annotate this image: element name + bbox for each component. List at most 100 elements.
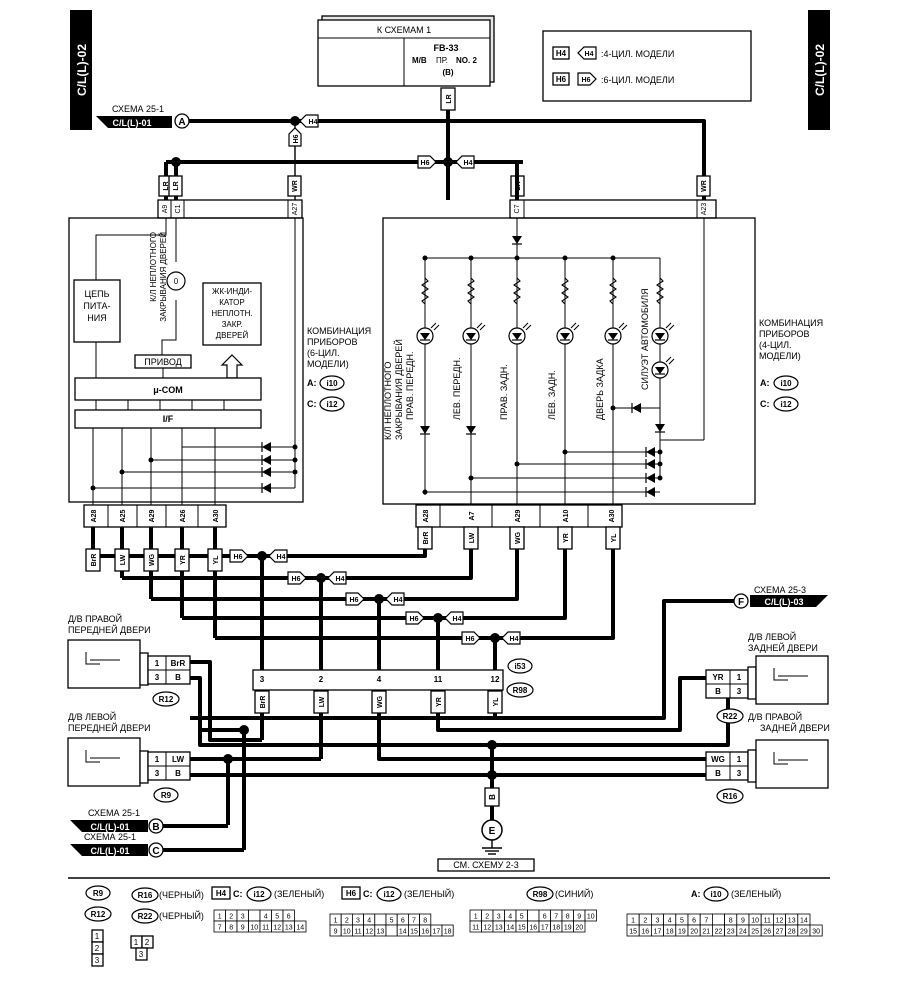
- junction-wire-yr: YR: [436, 697, 443, 707]
- ref-a-code: C/L(L)-01: [113, 118, 152, 128]
- pin-cell: 27: [776, 929, 784, 936]
- door-fr-pin1: 1: [155, 659, 160, 668]
- combo6-label-l2: ПРИБОРОВ: [307, 337, 358, 347]
- pin-cell: 15: [410, 929, 418, 936]
- pin-cell: 11: [764, 918, 771, 925]
- pin-cell: 12: [483, 925, 491, 932]
- lamp-labels: К/Л НЕПЛОТНОГО ЗАКРЫВАНИЯ ДВЕРЕЙ ПРАВ. П…: [383, 288, 650, 440]
- door-fl-title-l2: ПЕРЕДНЕЙ ДВЕРИ: [68, 722, 151, 733]
- footer-pair: 1 2 3: [130, 935, 154, 961]
- combo6-wire-brr: BrR: [91, 554, 98, 567]
- lamp-fr-l3: ПРАВ. ПЕРЕДН.: [405, 352, 415, 420]
- combo4-pin-a29: A29: [515, 509, 522, 522]
- door-rr-conn: R16: [723, 792, 738, 801]
- pin-cell: 20: [575, 925, 583, 932]
- top-connector-mb: M/B: [412, 56, 427, 65]
- pin-c1: C1: [175, 204, 182, 213]
- pin-cell: 13: [285, 925, 293, 932]
- pin-cell: 21: [702, 929, 710, 936]
- combo4-label-l1: КОМБИНАЦИЯ: [759, 318, 823, 328]
- footer-h4: H4: [216, 889, 227, 898]
- combo4-pin-a28: A28: [423, 509, 430, 522]
- legend-h4-text: :4-ЦИЛ. МОДЕЛИ: [601, 49, 674, 59]
- pin-cell: 15: [629, 929, 637, 936]
- tag-h4-brr: H4: [277, 554, 286, 561]
- pin-cell: 8: [229, 925, 233, 932]
- footer-r16-color: (ЧЕРНЫЙ): [159, 889, 204, 900]
- pin-cell: 12: [273, 925, 281, 932]
- top-wiring: H6 H4 H6 H4 LR LR WR LR WR: [158, 110, 711, 200]
- lamp-silhouette-label: СИЛУЭТ АВТОМОБИЛЯ: [640, 288, 650, 390]
- ref-c: СХЕМА 25-1 C/L(L)-01 C: [70, 832, 244, 858]
- pin-cell: 7: [554, 914, 558, 921]
- combo6-power-l3: НИЯ: [87, 313, 106, 323]
- pin-cell: 12: [776, 918, 784, 925]
- pin-cell: 13: [788, 918, 796, 925]
- footer-col3-1: 1: [95, 932, 100, 941]
- top-connector-no: NO. 2: [456, 56, 477, 65]
- pin-cell: 23: [727, 929, 735, 936]
- pin-cell: 25: [751, 929, 759, 936]
- footer-h4-conn: i12: [253, 890, 265, 899]
- door-fr-wire3: B: [175, 673, 181, 682]
- pin-cell: 14: [506, 925, 514, 932]
- junction-pin-11: 11: [434, 675, 443, 684]
- ref-a-scheme: СХЕМА 25-1: [112, 104, 164, 114]
- pin-cell: 4: [367, 918, 371, 925]
- pin-cell: 19: [564, 925, 572, 932]
- footer-a-conn: i10: [710, 890, 722, 899]
- wire-a9-lr: LR: [163, 181, 170, 190]
- combo4-label-l2: ПРИБОРОВ: [759, 329, 810, 339]
- door-rl-conn: R22: [723, 712, 738, 721]
- pin-cell: 18: [552, 925, 560, 932]
- legend-h6-arrow-label: H6: [582, 77, 591, 84]
- combo6-pin-a30: A30: [213, 509, 220, 522]
- tag-h6-top: H6: [421, 160, 430, 167]
- pin-cell: 10: [587, 914, 595, 921]
- combo6-conn-a-prefix: A:: [307, 378, 317, 388]
- pin-cell: 4: [264, 914, 268, 921]
- pin-cell: 15: [518, 925, 526, 932]
- combo4-conn-a: i10: [780, 379, 792, 388]
- combo6-wire-wg: WG: [149, 553, 156, 566]
- pin-cell: 17: [541, 925, 549, 932]
- combo6-if: I/F: [163, 414, 174, 424]
- door-fl-pin3: 3: [155, 769, 160, 778]
- pin-cell: 16: [641, 929, 649, 936]
- combo6-conn-c: i12: [326, 400, 338, 409]
- pin-cell: 22: [715, 929, 723, 936]
- door-rr-wire1: WG: [711, 755, 725, 764]
- ground-note: СМ. СХЕМУ 2-3: [453, 860, 519, 870]
- door-rr: Д/В ПРАВОЙ ЗАДНЕЙ ДВЕРИ WG B 1 3 R16: [705, 711, 830, 804]
- side-tab-left: C/L(L)-02: [70, 10, 92, 130]
- pin-cell: 17: [433, 929, 441, 936]
- pin-cell: 5: [275, 914, 279, 921]
- top-connector-fb: FB-33: [433, 43, 458, 53]
- pin-cell: 2: [345, 918, 349, 925]
- legend: H4 H4 :4-ЦИЛ. МОДЕЛИ H6 H6 :6-ЦИЛ. МОДЕЛ…: [542, 30, 752, 102]
- junction-pin-3: 3: [260, 675, 265, 684]
- side-tab-left-label: C/L(L)-02: [75, 44, 89, 96]
- combo4-label: КОМБИНАЦИЯ ПРИБОРОВ (4-ЦИЛ. МОДЕЛИ) A: i…: [759, 318, 823, 412]
- pin-cell: 6: [543, 914, 547, 921]
- door-rl: Д/В ЛЕВОЙ ЗАДНЕЙ ДВЕРИ YR B 1 3 R22: [705, 631, 829, 724]
- side-tab-right: C/L(L)-02: [808, 10, 830, 130]
- pin-cell: 16: [529, 925, 537, 932]
- door-fr-pin3: 3: [155, 673, 160, 682]
- wire-a23-wr: WR: [701, 180, 708, 192]
- junction-connector: 3 2 4 11 12 BrR LW WG YR YL i53 R98: [252, 658, 534, 714]
- pin-cell: 5: [520, 914, 524, 921]
- lamp-column: [416, 255, 675, 505]
- door-rl-title-l1: Д/В ЛЕВОЙ: [748, 631, 796, 642]
- footer-pair-1: 1: [134, 938, 139, 947]
- footer-r9: R9: [93, 889, 104, 898]
- pin-cell: 18: [666, 929, 674, 936]
- door-rr-wire3: B: [715, 769, 721, 778]
- ref-f-code: C/L(L)-03: [765, 597, 804, 607]
- pin-cell: 9: [741, 918, 745, 925]
- tag-h6-yr: H6: [410, 616, 419, 623]
